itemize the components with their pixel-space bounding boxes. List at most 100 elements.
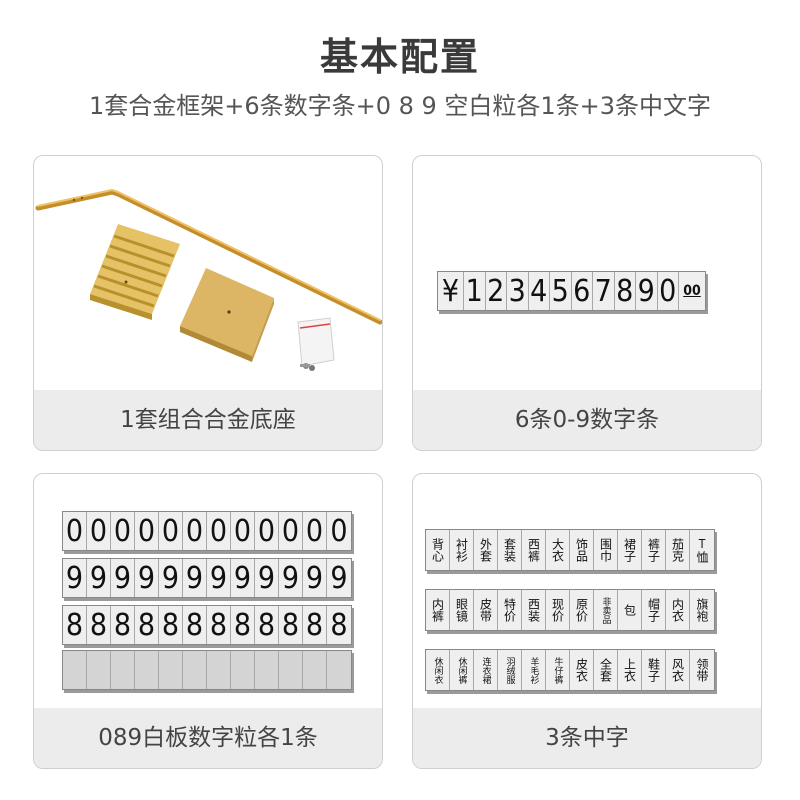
- chinese-cell-b-10: 内衣: [666, 590, 690, 630]
- nine-cell-2: 9: [111, 559, 135, 597]
- nine-cell-0: 9: [63, 559, 87, 597]
- chinese-cell-a-5: 大衣: [546, 530, 570, 570]
- chinese-cell-a-4: 西裤: [522, 530, 546, 570]
- number-cell-3: 3: [507, 272, 529, 310]
- chinese-strip-2: 内裤眼镜皮带特价西装现价原价非卖品包帽子内衣旗袍: [425, 589, 715, 631]
- eight-cell-4: 8: [159, 606, 183, 644]
- nine-cell-7: 9: [231, 559, 255, 597]
- eight-cell-2: 8: [111, 606, 135, 644]
- zero-cell-0: 0: [63, 512, 87, 550]
- chinese-cell-a-6: 饰品: [570, 530, 594, 570]
- alloy-frame-illustration: [35, 189, 382, 371]
- chinese-cell-b-7: 非卖品: [594, 590, 618, 630]
- chinese-cell-c-10: 风衣: [666, 650, 690, 690]
- number-cell-2: 2: [485, 272, 507, 310]
- eight-cell-6: 8: [207, 606, 231, 644]
- chinese-cell-a-9: 裤子: [642, 530, 666, 570]
- chinese-cell-a-3: 套装: [498, 530, 522, 570]
- blank-cell-6: [207, 651, 231, 689]
- zero-cell-10: 0: [303, 512, 327, 550]
- chinese-cell-c-1: 休闲裤: [450, 650, 474, 690]
- eight-cell-7: 8: [231, 606, 255, 644]
- chinese-cell-b-11: 旗袍: [690, 590, 714, 630]
- chinese-cell-c-9: 鞋子: [642, 650, 666, 690]
- chinese-cell-b-9: 帽子: [642, 590, 666, 630]
- page-title: 基本配置: [319, 35, 480, 79]
- zero-cell-2: 0: [111, 512, 135, 550]
- eight-cell-8: 8: [255, 606, 279, 644]
- number-cell-10: 0: [657, 272, 679, 310]
- blank-cell-0: [63, 651, 87, 689]
- blank-cell-10: [303, 651, 327, 689]
- chinese-cell-b-4: 西装: [522, 590, 546, 630]
- base-card: 1套组合合金底座: [33, 155, 383, 451]
- number-cell-8: 8: [614, 272, 636, 310]
- chinese-strips-caption: 3条中字: [413, 708, 761, 768]
- eight-cell-3: 8: [135, 606, 159, 644]
- number-cell-11: 00: [679, 272, 705, 310]
- chinese-cell-b-6: 原价: [570, 590, 594, 630]
- nine-cell-6: 9: [207, 559, 231, 597]
- chinese-cell-b-2: 皮带: [474, 590, 498, 630]
- number-cell-5: 5: [550, 272, 572, 310]
- blank-cell-1: [87, 651, 111, 689]
- nine-cell-8: 9: [255, 559, 279, 597]
- blank-cell-2: [111, 651, 135, 689]
- nine-cell-10: 9: [303, 559, 327, 597]
- zero-cell-6: 0: [207, 512, 231, 550]
- blank-cell-9: [279, 651, 303, 689]
- blank-strip: [62, 650, 352, 690]
- chinese-cell-c-2: 连衣裙: [474, 650, 498, 690]
- chinese-cell-c-6: 皮衣: [570, 650, 594, 690]
- chinese-cell-c-5: 牛仔裤: [546, 650, 570, 690]
- chinese-cell-c-7: 全套: [594, 650, 618, 690]
- nine-cell-1: 9: [87, 559, 111, 597]
- number-cell-0: ¥: [438, 272, 464, 310]
- chinese-cell-a-7: 围巾: [594, 530, 618, 570]
- blank-cell-7: [231, 651, 255, 689]
- nine-cell-5: 9: [183, 559, 207, 597]
- blank-cell-11: [327, 651, 351, 689]
- zero-cell-8: 0: [255, 512, 279, 550]
- chinese-cell-a-0: 背心: [426, 530, 450, 570]
- blank-cell-4: [159, 651, 183, 689]
- nine-cell-9: 9: [279, 559, 303, 597]
- zero-cell-4: 0: [159, 512, 183, 550]
- eight-cell-10: 8: [303, 606, 327, 644]
- blank-cell-8: [255, 651, 279, 689]
- chinese-cell-a-8: 裙子: [618, 530, 642, 570]
- zero-cell-5: 0: [183, 512, 207, 550]
- chinese-cell-a-11: T恤: [690, 530, 714, 570]
- chinese-cell-a-10: 茄克: [666, 530, 690, 570]
- base-caption: 1套组合合金底座: [34, 390, 382, 450]
- chinese-cell-a-1: 衬衫: [450, 530, 474, 570]
- zero-cell-7: 0: [231, 512, 255, 550]
- number-cell-4: 4: [528, 272, 550, 310]
- eight-cell-0: 8: [63, 606, 87, 644]
- zero-cell-11: 0: [327, 512, 351, 550]
- chinese-cell-c-4: 羊毛衫: [522, 650, 546, 690]
- chinese-cell-a-2: 外套: [474, 530, 498, 570]
- eight-cell-9: 8: [279, 606, 303, 644]
- chinese-cell-c-3: 羽绒服: [498, 650, 522, 690]
- page-subtitle: 1套合金框架+6条数字条+0 8 9 空白粒各1条+3条中文字: [88, 92, 712, 120]
- chinese-cell-c-8: 上衣: [618, 650, 642, 690]
- chinese-cell-b-0: 内裤: [426, 590, 450, 630]
- number-strip-caption: 6条0-9数字条: [413, 390, 761, 450]
- number-cell-7: 7: [593, 272, 615, 310]
- eight-cell-1: 8: [87, 606, 111, 644]
- blank-cell-5: [183, 651, 207, 689]
- number-cell-9: 9: [636, 272, 658, 310]
- zero-cell-3: 0: [135, 512, 159, 550]
- chinese-cell-b-3: 特价: [498, 590, 522, 630]
- chinese-cell-b-5: 现价: [546, 590, 570, 630]
- eight-cell-11: 8: [327, 606, 351, 644]
- eight-cell-5: 8: [183, 606, 207, 644]
